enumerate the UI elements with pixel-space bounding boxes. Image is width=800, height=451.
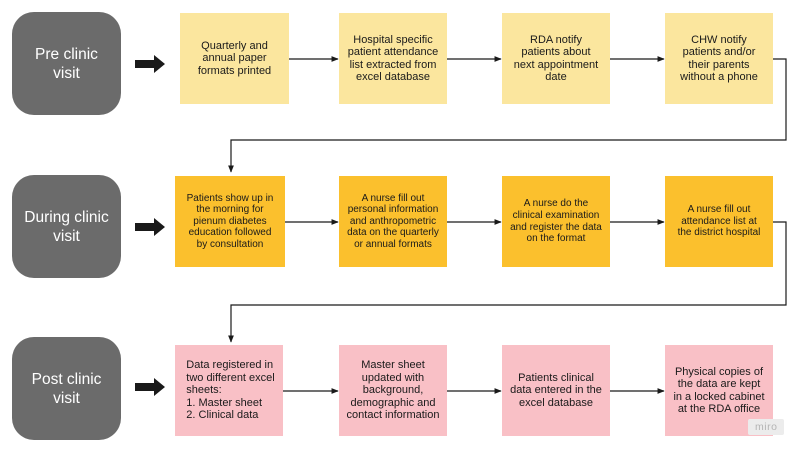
step-post-4: Physical copies of the data are kept in …	[665, 345, 773, 436]
phase-arrow-during	[135, 218, 165, 236]
step-pre-4: CHW notify patients and/or their parents…	[665, 13, 773, 104]
phase-post-clinic: Post clinic visit	[12, 337, 121, 440]
step-pre-1: Quarterly and annual paper formats print…	[180, 13, 289, 104]
phase-pre-clinic: Pre clinic visit	[12, 12, 121, 115]
step-post-2: Master sheet updated with background, de…	[339, 345, 447, 436]
step-pre-3: RDA notify patients about next appointme…	[502, 13, 610, 104]
step-pre-2: Hospital specific patient attendance lis…	[339, 13, 447, 104]
phase-during-clinic: During clinic visit	[12, 175, 121, 278]
phase-arrow-post	[135, 378, 165, 396]
step-during-1: Patients show up in the morning for pien…	[175, 176, 285, 267]
step-during-4: A nurse fill out attendance list at the …	[665, 176, 773, 267]
step-during-3: A nurse do the clinical examination and …	[502, 176, 610, 267]
step-post-3: Patients clinical data entered in the ex…	[502, 345, 610, 436]
phase-arrow-pre	[135, 55, 165, 73]
step-post-1: Data registered in two different excel s…	[175, 345, 283, 436]
step-during-2: A nurse fill out personal information an…	[339, 176, 447, 267]
miro-watermark: miro	[748, 419, 785, 435]
